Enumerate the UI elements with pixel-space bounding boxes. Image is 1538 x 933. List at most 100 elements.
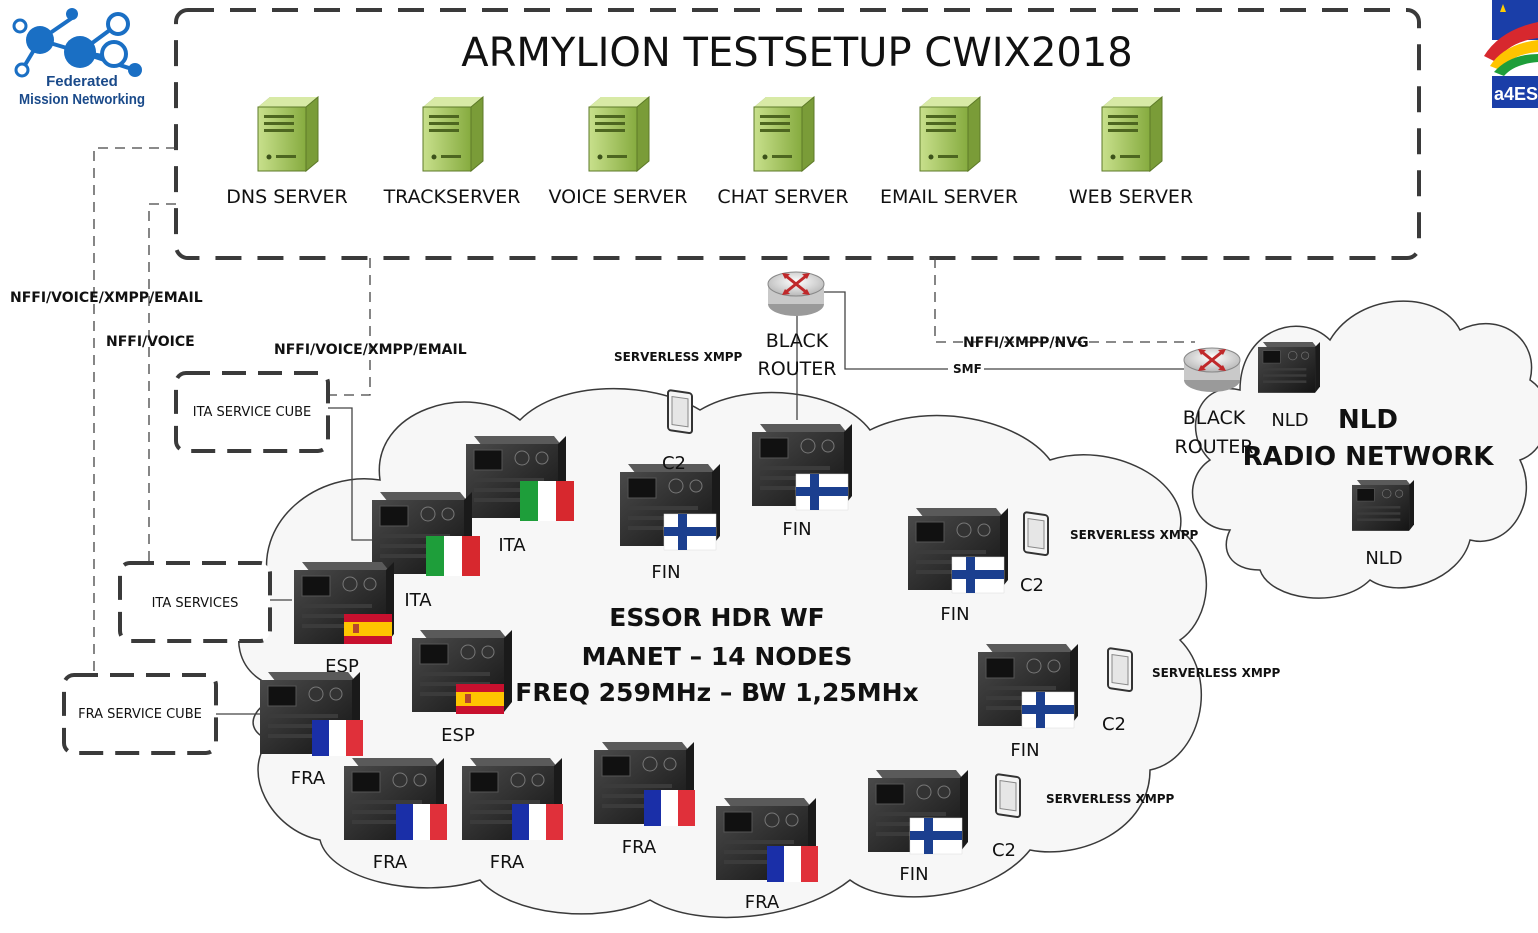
radio-node: ESP <box>411 629 513 746</box>
ita-services: ITA SERVICES <box>118 561 272 643</box>
cube-label: FRA SERVICE CUBE <box>78 707 202 722</box>
radio-icon <box>1257 341 1321 394</box>
c2-label: C2 <box>1102 714 1126 735</box>
server-chat: CHAT SERVER <box>717 96 849 208</box>
radio-label: FIN <box>899 864 928 885</box>
link-label: NFFI/VOICE <box>106 334 195 350</box>
c2-device: C2 SERVERLESS XMPP <box>992 773 1175 861</box>
link-router-smf <box>820 291 1190 370</box>
server-label: VOICE SERVER <box>549 186 688 208</box>
fmn-logo-line2: Mission Networking <box>19 91 145 108</box>
radio-label: NLD <box>1365 548 1402 569</box>
c2-device: C2 SERVERLESS XMPP <box>1102 647 1281 735</box>
tablet-icon <box>667 389 693 435</box>
ita-flag-icon <box>520 481 574 521</box>
radio-node: ITA <box>465 435 574 556</box>
fra-flag-icon <box>767 846 818 882</box>
link-ita-cube <box>330 258 371 396</box>
fmn-logo: Federated Mission Networking <box>12 8 145 108</box>
radio-node: ITA <box>371 491 480 611</box>
server-track: TRACKSERVER <box>383 96 521 208</box>
tablet-icon <box>1023 511 1049 557</box>
nld-radio-node: NLD <box>1257 341 1321 431</box>
serverless-xmpp-label: SERVERLESS XMPP <box>1152 666 1281 680</box>
fin-flag-icon <box>1021 691 1075 729</box>
cube-label: ITA SERVICE CUBE <box>193 405 311 420</box>
server-label: TRACKSERVER <box>383 186 521 208</box>
services-box <box>174 8 1421 260</box>
fra-service-cube: FRA SERVICE CUBE <box>62 673 218 755</box>
router-label: ROUTER <box>1175 436 1254 458</box>
link-ita-services <box>148 203 176 566</box>
radio-label: FRA <box>291 768 326 789</box>
server-web: WEB SERVER <box>1069 96 1193 208</box>
fin-flag-icon <box>951 556 1005 594</box>
radio-node: FRA <box>715 797 818 913</box>
tablet-icon <box>1107 647 1133 693</box>
fin-flag-icon <box>795 473 849 511</box>
radio-node: FIN <box>619 463 721 583</box>
link-ita-cube-radio <box>328 407 374 541</box>
fin-flag-icon <box>909 817 963 855</box>
radio-node: ESP <box>293 561 395 677</box>
server-icon <box>1101 96 1163 172</box>
ita-flag-icon <box>426 536 480 576</box>
server-icon <box>588 96 650 172</box>
manet-line1: ESSOR HDR WF <box>609 603 824 632</box>
server-icon <box>919 96 981 172</box>
radio-label: FRA <box>373 852 408 873</box>
serverless-xmpp-label: SERVERLESS XMPP <box>614 350 743 364</box>
server-voice: VOICE SERVER <box>549 96 688 208</box>
server-icon <box>422 96 484 172</box>
black-router-nld: BLACK ROUTER <box>1175 346 1254 458</box>
tablet-icon <box>995 773 1021 819</box>
server-label: EMAIL SERVER <box>880 186 1018 208</box>
page-title: ARMYLION TESTSETUP CWIX2018 <box>461 30 1133 76</box>
a4ess-logo: a4ES <box>1484 0 1538 108</box>
serverless-xmpp-label: SERVERLESS XMPP <box>1046 792 1175 806</box>
radio-label: FRA <box>745 892 780 913</box>
radio-label: FRA <box>622 837 657 858</box>
server-email: EMAIL SERVER <box>880 96 1018 208</box>
black-router-main: BLACK ROUTER <box>758 270 837 380</box>
server-icon <box>257 96 319 172</box>
server-label: DNS SERVER <box>226 186 347 208</box>
fmn-logo-line1: Federated <box>46 73 118 90</box>
router-icon <box>766 270 826 318</box>
link-nld-router <box>934 258 1195 343</box>
fra-flag-icon <box>312 720 363 756</box>
radio-label: ESP <box>441 725 475 746</box>
radio-node: FIN <box>751 423 853 540</box>
radio-node: FRA <box>593 741 695 858</box>
link-label: NFFI/VOICE/XMPP/EMAIL <box>10 290 203 306</box>
router-icon <box>1182 346 1242 394</box>
esp-flag-icon <box>344 614 392 644</box>
nld-network-line1: NLD <box>1338 405 1398 435</box>
radio-label: FIN <box>651 562 680 583</box>
link-label: NFFI/XMPP/NVG <box>963 335 1089 351</box>
server-label: WEB SERVER <box>1069 186 1193 208</box>
nld-network-line2: RADIO NETWORK <box>1243 442 1495 472</box>
radio-label: FRA <box>490 852 525 873</box>
router-label: BLACK <box>766 330 829 352</box>
fin-flag-icon <box>663 513 717 551</box>
radio-label: ITA <box>498 535 526 556</box>
radio-node: FRA <box>343 757 447 873</box>
radio-label: ESP <box>325 656 359 677</box>
server-icon <box>753 96 815 172</box>
cube-label: ITA SERVICES <box>152 596 239 611</box>
c2-label: C2 <box>992 840 1016 861</box>
a4ess-logo-text: a4ES <box>1494 84 1538 104</box>
radio-icon <box>1351 479 1415 532</box>
radio-node: FIN <box>867 769 969 885</box>
esp-flag-icon <box>456 684 504 714</box>
fra-flag-icon <box>644 790 695 826</box>
fra-flag-icon <box>512 804 563 840</box>
link-label: SMF <box>953 362 982 376</box>
ita-service-cube: ITA SERVICE CUBE <box>174 371 330 453</box>
c2-device: C2 SERVERLESS XMPP <box>1020 511 1199 596</box>
router-label: ROUTER <box>758 358 837 380</box>
manet-line3: FREQ 259MHz – BW 1,25MHx <box>515 678 918 707</box>
server-label: CHAT SERVER <box>717 186 848 208</box>
c2-label: C2 <box>662 453 686 474</box>
